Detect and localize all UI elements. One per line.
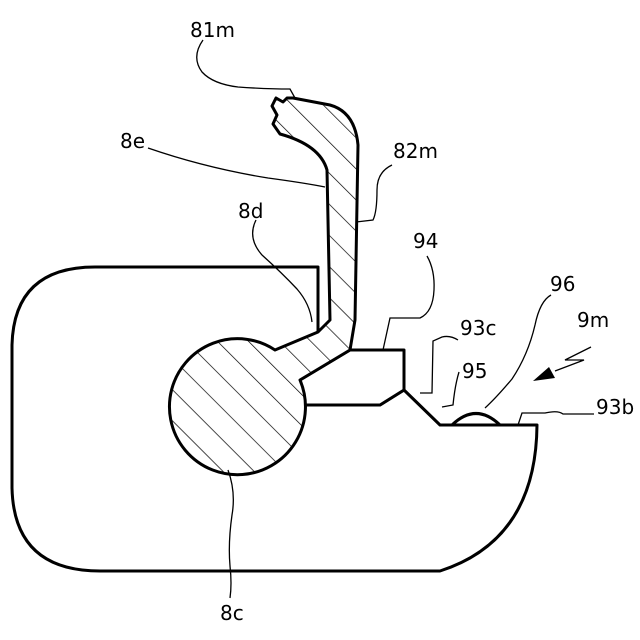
label-9m: 9m: [577, 308, 609, 332]
label-96: 96: [550, 272, 575, 296]
leader-93b: [518, 412, 594, 425]
label-93c: 93c: [460, 316, 496, 340]
leader-95: [442, 372, 459, 407]
arrow-9m-zigzag: [555, 347, 591, 371]
label-8e: 8e: [120, 129, 145, 153]
label-95: 95: [462, 359, 487, 383]
arrow-9m-head: [533, 367, 555, 381]
label-82m: 82m: [393, 139, 438, 163]
leader-94: [383, 256, 434, 350]
leader-96: [485, 295, 551, 408]
label-8c: 8c: [220, 601, 244, 625]
label-8d: 8d: [238, 199, 263, 223]
leader-82m: [356, 165, 392, 222]
leader-81m: [197, 40, 295, 98]
leader-8e: [148, 148, 325, 187]
label-81m: 81m: [190, 18, 235, 42]
leader-93c: [420, 336, 458, 393]
lip-96: [452, 414, 500, 426]
label-93b: 93b: [596, 395, 634, 419]
label-94: 94: [413, 229, 438, 253]
